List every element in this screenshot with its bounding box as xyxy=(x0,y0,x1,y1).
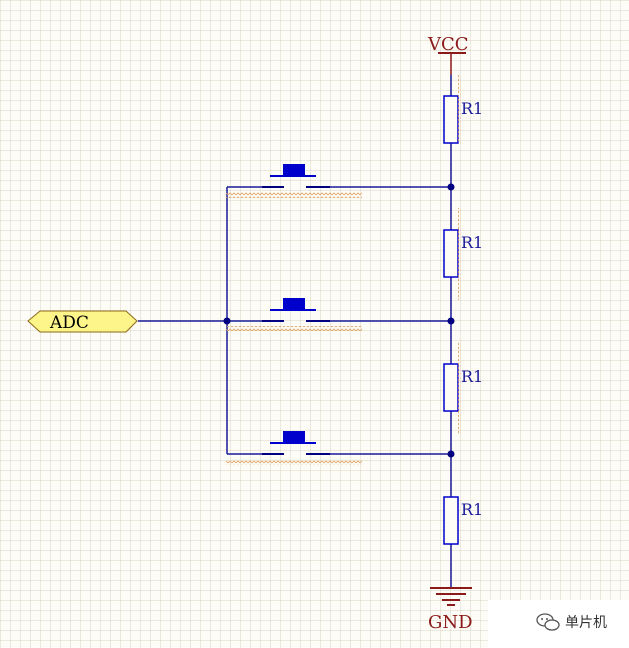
pushbutton-switch-1[interactable] xyxy=(226,164,451,198)
vcc-label: VCC xyxy=(427,34,469,55)
resistor-r1-d[interactable]: R1 xyxy=(443,496,483,545)
junction-dot xyxy=(223,317,231,325)
pushbutton-switch-3[interactable] xyxy=(226,431,451,465)
junction-dot xyxy=(447,317,455,325)
vcc-power-symbol[interactable]: VCC xyxy=(427,34,469,75)
resistor-r1-b[interactable]: R1 xyxy=(443,208,483,300)
adc-port[interactable]: ADC xyxy=(27,310,138,333)
resistor-designator: R1 xyxy=(461,99,483,118)
resistor-r1-c[interactable]: R1 xyxy=(443,342,483,434)
watermark-text: 单片机 xyxy=(565,615,607,631)
junction-dots xyxy=(223,183,455,458)
resistor-designator: R1 xyxy=(461,367,483,386)
resistor-designator: R1 xyxy=(461,500,483,519)
gnd-label: GND xyxy=(428,612,473,633)
junction-dot xyxy=(447,450,455,458)
resistor-r1-a[interactable]: R1 xyxy=(443,75,483,144)
gnd-symbol[interactable]: GND xyxy=(428,587,473,633)
junction-dot xyxy=(447,183,455,191)
left-bus-wire[interactable] xyxy=(138,187,228,454)
resistor-designator: R1 xyxy=(461,233,483,252)
pushbutton-switch-2[interactable] xyxy=(226,298,451,332)
adc-port-label: ADC xyxy=(49,313,89,333)
